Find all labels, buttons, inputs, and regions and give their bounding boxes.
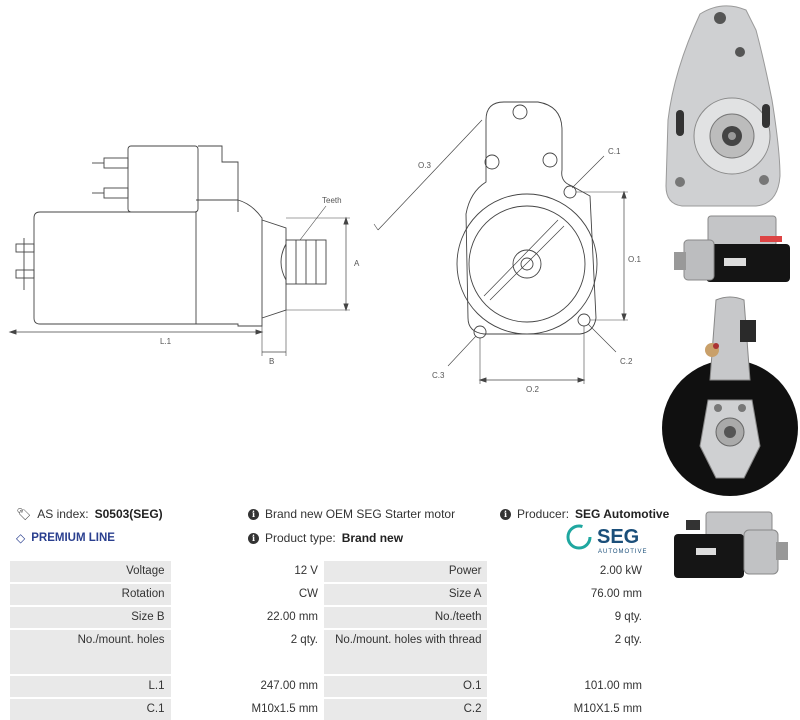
photo-rear[interactable] — [662, 296, 798, 496]
spec-value: 9 qty. — [487, 607, 648, 628]
diamond-icon: ◇ — [16, 531, 26, 545]
table-row: Rotation CW Size A 76.00 mm — [10, 584, 648, 605]
label-c1: C.1 — [608, 147, 621, 156]
premium-line: ◇ PREMIUM LINE — [16, 531, 115, 545]
spec-label: C.2 — [326, 699, 488, 720]
spec-value: 247.00 mm — [170, 676, 327, 697]
photo-front[interactable] — [665, 5, 781, 207]
spec-value: 2 qty. — [487, 630, 648, 674]
product-photos — [660, 0, 800, 600]
product-type-value: Brand new — [341, 531, 404, 545]
label-c3: C.3 — [432, 371, 445, 380]
description-text: Brand new OEM SEG Starter motor — [265, 507, 456, 521]
producer: i Producer: SEG Automotive — [500, 507, 669, 521]
info-icon: i — [500, 508, 511, 520]
spec-label: C.1 — [10, 699, 171, 720]
product-type: i Product type: Brand new — [248, 531, 403, 545]
technical-drawing: L.1 B A Teeth — [8, 101, 641, 394]
product-type-label: Product type: — [265, 531, 336, 545]
description: i Brand new OEM SEG Starter motor — [248, 507, 455, 521]
spec-label: Size B — [10, 607, 171, 628]
spec-label: No./teeth — [326, 607, 488, 628]
spec-value: 2.00 kW — [487, 561, 648, 582]
spec-value: CW — [170, 584, 327, 605]
spec-label: Voltage — [10, 561, 171, 582]
side-view — [8, 145, 350, 356]
table-row: No./mount. holes 2 qty. No./mount. holes… — [10, 630, 648, 674]
spec-label: O.1 — [326, 676, 488, 697]
info-icon: i — [248, 508, 259, 520]
label-o1: O.1 — [628, 255, 641, 264]
spec-label: No./mount. holes — [10, 630, 171, 674]
spec-value: 76.00 mm — [487, 584, 648, 605]
spec-label: Size A — [326, 584, 488, 605]
spec-label: Power — [326, 561, 488, 582]
spec-value: M10X1.5 mm — [487, 699, 648, 720]
label-b: B — [269, 357, 274, 366]
tag-icon: 🏷 — [16, 507, 32, 521]
label-o3: O.3 — [418, 161, 431, 170]
label-l1: L.1 — [160, 337, 172, 346]
producer-value: SEG Automotive — [575, 507, 670, 521]
producer-label: Producer: — [517, 507, 570, 521]
label-a: A — [354, 259, 360, 268]
table-row: Size B 22.00 mm No./teeth 9 qty. — [10, 607, 648, 628]
table-row: Voltage 12 V Power 2.00 kW — [10, 561, 648, 582]
table-row: C.1 M10x1.5 mm C.2 M10X1.5 mm — [10, 699, 648, 720]
premium-label: PREMIUM LINE — [31, 532, 115, 544]
seg-logo: SEG AUTOMOTIVE — [565, 522, 655, 556]
product-info: 🏷 AS index: S0503(SEG) i Brand new OEM S… — [10, 500, 669, 556]
spec-value: 2 qty. — [170, 630, 327, 674]
spec-value: M10x1.5 mm — [170, 699, 327, 720]
spec-label: L.1 — [10, 676, 171, 697]
seg-logo-sub: AUTOMOTIVE — [598, 549, 648, 555]
spec-value: 22.00 mm — [170, 607, 327, 628]
as-index-value: S0503(SEG) — [94, 507, 163, 521]
table-row: L.1 247.00 mm O.1 101.00 mm — [10, 676, 648, 697]
spec-label: No./mount. holes with thread — [326, 630, 488, 674]
spec-value: 12 V — [170, 561, 327, 582]
as-index: 🏷 AS index: S0503(SEG) — [16, 507, 163, 521]
label-o2: O.2 — [526, 385, 539, 394]
label-teeth: Teeth — [322, 196, 342, 205]
specs-table: Voltage 12 V Power 2.00 kW Rotation CW S… — [10, 559, 648, 720]
info-icon: i — [248, 532, 259, 544]
seg-logo-text: SEG — [597, 526, 639, 548]
front-view — [373, 101, 628, 384]
label-c2: C.2 — [620, 357, 633, 366]
photo-side-2[interactable] — [674, 511, 788, 578]
spec-label: Rotation — [10, 584, 171, 605]
spec-value: 101.00 mm — [487, 676, 648, 697]
photo-side-1[interactable] — [674, 215, 790, 282]
as-index-label: AS index: — [37, 507, 89, 521]
